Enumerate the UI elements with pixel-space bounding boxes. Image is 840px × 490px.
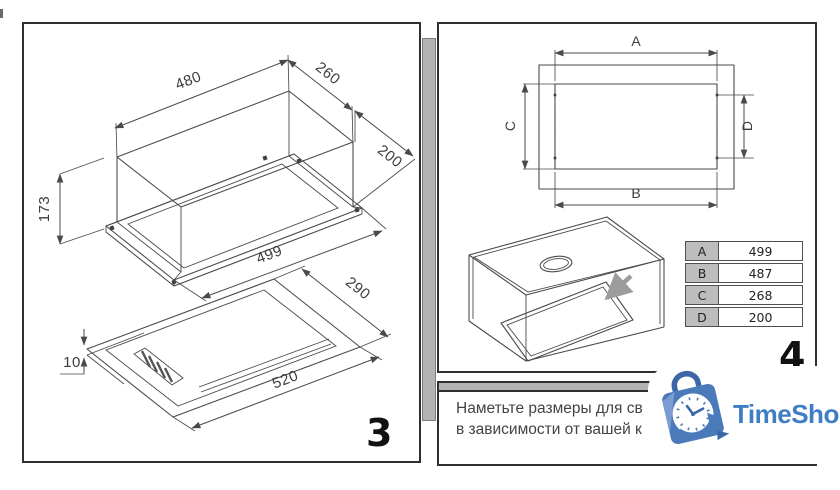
table-row: A 499 (685, 241, 803, 261)
figure3-number: 3 (366, 411, 393, 455)
hood-isometric-view (468, 216, 665, 362)
timeshop-logo-text: TimeShop (733, 399, 840, 429)
label-b: B (631, 185, 640, 201)
table-row-label: D (685, 307, 719, 327)
dim-10-label: 10 (63, 354, 81, 371)
note-line-2: в зависимости от вашей к (456, 421, 642, 438)
vent-hole (539, 255, 573, 273)
dim-260-label: 260 (312, 59, 343, 89)
dim-173-label: 173 (36, 196, 53, 223)
table-row-label: B (685, 263, 719, 283)
scan-artifact (0, 9, 3, 18)
dim-290-label: 290 (342, 274, 373, 304)
shopping-bag-clock-icon (662, 370, 730, 445)
table-row: D 200 (685, 307, 803, 327)
panel-divider (422, 38, 436, 421)
glass-panel-wireframe (86, 278, 361, 418)
label-a: A (631, 33, 641, 49)
figure4-drawing: A B C D (468, 33, 755, 362)
note-top-band (439, 383, 815, 392)
timeshop-logo-icon (662, 370, 730, 445)
label-d: D (739, 121, 755, 131)
table-row-value: 487 (719, 263, 803, 283)
table-row-value: 200 (719, 307, 803, 327)
table-row: B 487 (685, 263, 803, 283)
housing-box-wireframe (105, 90, 363, 287)
table-row-value: 268 (719, 285, 803, 305)
figure4-panel: A B C D (437, 22, 817, 378)
dimension-lines (56, 54, 416, 432)
timeshop-watermark: TimeShop (648, 366, 840, 464)
cutout-top-view: A B C D (502, 33, 755, 209)
table-row-value: 499 (719, 241, 803, 261)
dim-480-label: 480 (173, 68, 204, 93)
table-row: C 268 (685, 285, 803, 305)
figure3-panel: 480 260 200 173 499 290 520 10 3 (22, 22, 421, 463)
figure3-drawing: 480 260 200 173 499 290 520 10 (36, 54, 416, 432)
table-row-label: C (685, 285, 719, 305)
label-c: C (502, 121, 518, 131)
direction-arrow (604, 272, 634, 301)
dimensions-table: A 499 B 487 C 268 D 200 (685, 241, 803, 329)
table-row-label: A (685, 241, 719, 261)
note-line-1: Наметьте размеры для св (456, 400, 643, 417)
